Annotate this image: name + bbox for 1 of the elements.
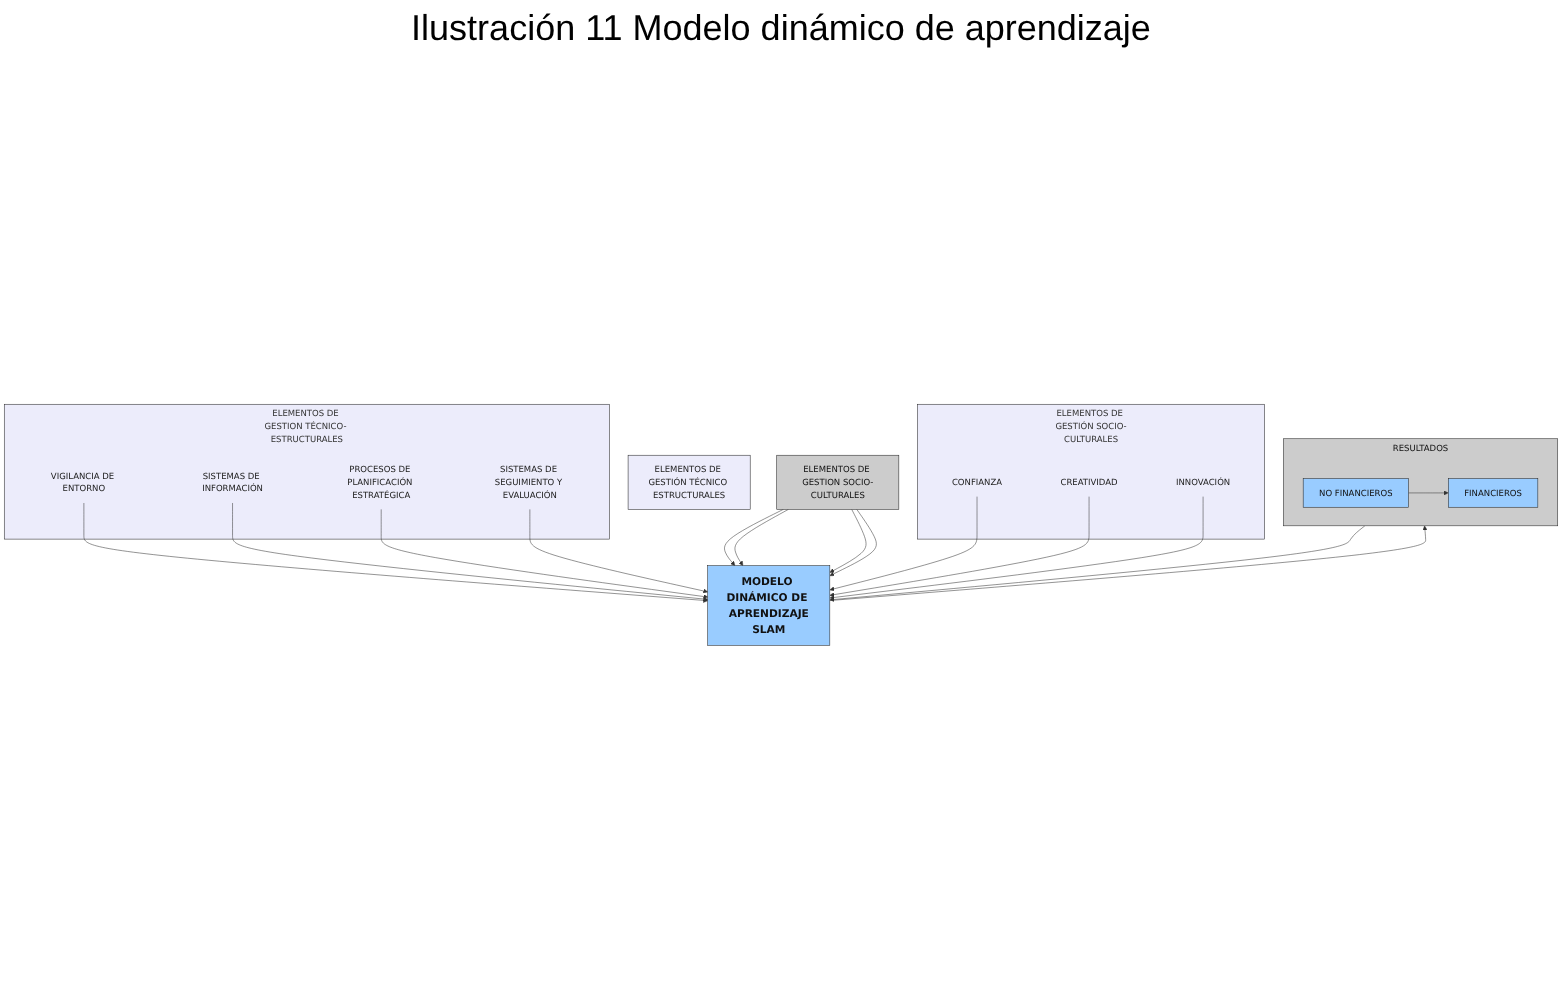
diagram-title: Ilustración 11 Modelo dinámico de aprendizaje	[409, 8, 1153, 50]
